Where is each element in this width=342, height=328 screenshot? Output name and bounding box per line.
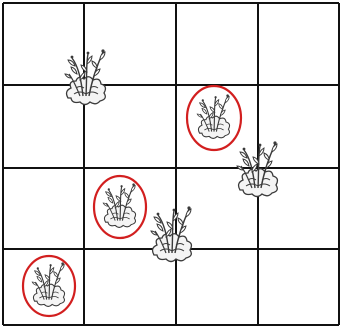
game-board [0,0,342,328]
board-background [0,0,342,328]
